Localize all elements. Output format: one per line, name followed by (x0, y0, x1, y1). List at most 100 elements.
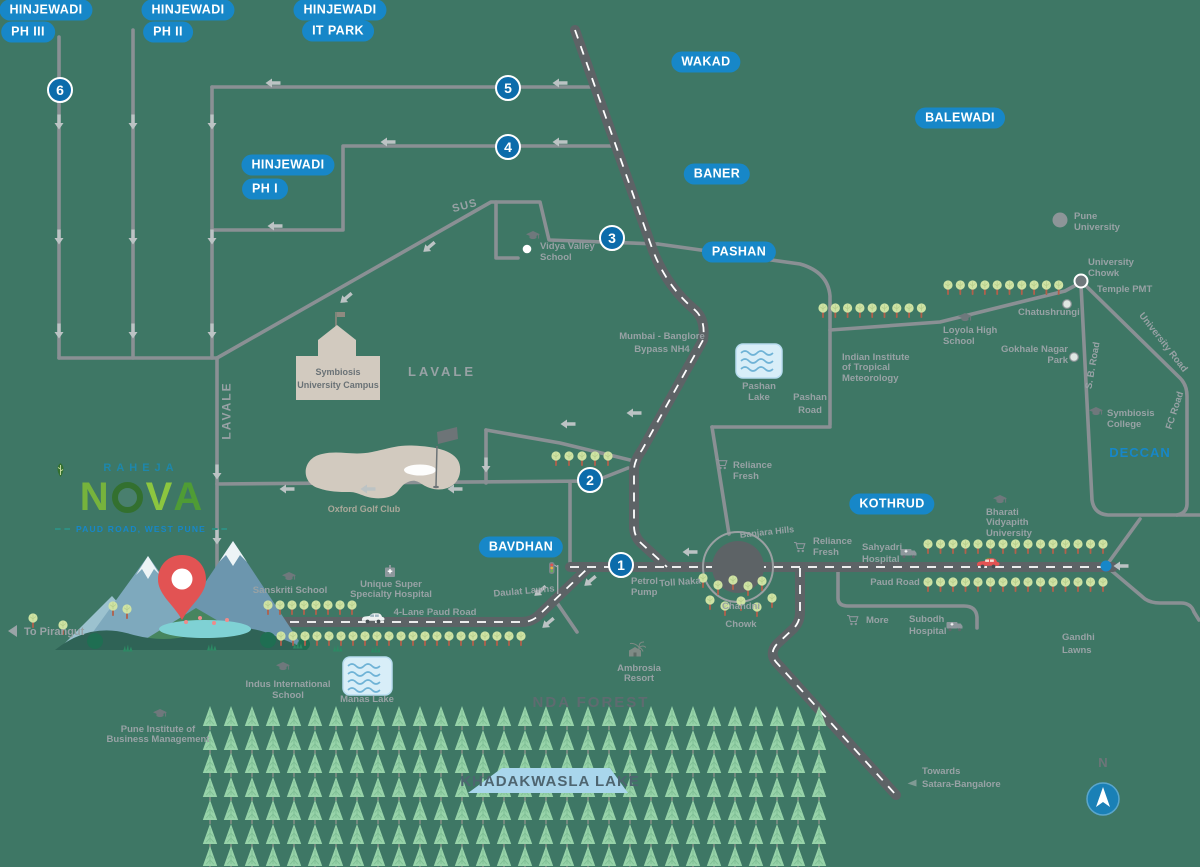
pine-icon (223, 706, 239, 730)
area-pill-hinjewadi-ph-iii-2: PH III (1, 21, 55, 43)
to-pirangut-label: To Pirangut (24, 626, 84, 638)
pine-icon (664, 777, 680, 801)
pine-icon (517, 706, 533, 730)
pine-icon (244, 824, 260, 848)
pine-icon (223, 730, 239, 754)
pine-icon (223, 777, 239, 801)
graduation-cap-icon (153, 709, 167, 718)
pine-icon (349, 777, 365, 801)
graduation-cap-icon (526, 231, 540, 240)
tree-icon (1029, 280, 1040, 296)
tree-icon (998, 577, 1008, 593)
pine-icon (307, 824, 323, 848)
pine-icon (538, 730, 554, 754)
golf-course-illustration (305, 427, 461, 499)
tree-icon (603, 451, 613, 467)
symbiosis-campus-building (296, 312, 380, 400)
tree-icon (854, 303, 865, 319)
arrow-down-icon (54, 229, 64, 245)
grass-icon (371, 645, 381, 653)
pine-icon (538, 846, 554, 867)
pine-icon (496, 800, 512, 824)
mumbai-banglore-bypass-nh4-line: Bypass NH4 (634, 343, 690, 355)
tree-icon (298, 600, 310, 616)
pine-icon (412, 800, 428, 824)
chandni-chowk-line: Chowk (725, 619, 757, 630)
pine-icon (286, 846, 302, 867)
area-pill-hinjewadi-ph-ii: HINJEWADI (141, 0, 235, 21)
tree-icon (923, 539, 933, 555)
pine-icon (622, 730, 638, 754)
tree-icon (955, 280, 966, 296)
pine-icon (202, 800, 218, 824)
pine-icon (286, 753, 302, 777)
pine-icon (370, 824, 386, 848)
tree-icon (935, 539, 946, 555)
tree-icon (960, 539, 971, 555)
tree-icon (879, 303, 890, 319)
pashan-road-line: Road (798, 404, 822, 416)
reliance-fresh-pashan-line: Fresh (733, 470, 759, 482)
sahyadri-hospital-line: Hospital (862, 554, 900, 565)
tree-icon (1035, 539, 1046, 555)
tree-icon (1085, 539, 1096, 555)
pine-icon (664, 730, 680, 754)
tree-icon (904, 303, 915, 319)
ambulance-icon (946, 622, 963, 632)
tree-icon (310, 600, 322, 616)
pashan-lake-line: Pashan (742, 380, 776, 392)
university-chowk-line: University (1088, 256, 1134, 268)
pine-icon (433, 730, 449, 754)
indian-institute-of-tropical-meteorology-line: Meteorology (842, 372, 899, 384)
route-marker-3: 3 (599, 225, 625, 251)
pine-icon (811, 846, 827, 867)
pine-icon (727, 730, 743, 754)
pine-icon (349, 846, 365, 867)
tree-icon (998, 539, 1008, 555)
ambrosia-resort-line: Ambrosia (617, 662, 661, 674)
pine-icon (769, 753, 785, 777)
tree-icon (1073, 539, 1083, 555)
reliance-fresh-kothrud-line: Fresh (813, 546, 839, 558)
lavale-vertical-line: LAVALE (219, 380, 234, 440)
paud-road-label: Paud Road (870, 577, 920, 588)
pine-icon (328, 800, 344, 824)
pine-icon (370, 706, 386, 730)
pine-icon (601, 800, 617, 824)
graduation-cap-icon (276, 662, 290, 671)
tree-icon (767, 593, 777, 609)
pine-icon (244, 777, 260, 801)
pine-icon (559, 824, 575, 848)
pine-icon (475, 706, 491, 730)
arrow-down-icon (207, 323, 217, 339)
pine-icon (517, 824, 533, 848)
area-pill-pashan: PASHAN (701, 241, 777, 263)
symbiosis-college-line: Symbiosis (1107, 407, 1155, 419)
tree-icon (479, 631, 491, 647)
tree-icon (419, 631, 431, 647)
indian-institute-of-tropical-meteorology-line: Indian Institute (842, 351, 910, 363)
tree-icon (431, 631, 443, 647)
pine-icon (433, 706, 449, 730)
pine-icon (286, 706, 302, 730)
tree-icon (1098, 539, 1108, 555)
arrow-left-icon (626, 408, 642, 418)
tree-icon (973, 539, 983, 555)
towards-satara-bangalore-line: Satara-Bangalore (922, 778, 1001, 790)
pine-icon (706, 800, 722, 824)
route-marker-1: 1 (608, 552, 634, 578)
pine-icon (265, 846, 281, 867)
tree-icon (992, 280, 1003, 296)
pine-icon (286, 800, 302, 824)
palm-resort-icon (628, 641, 646, 657)
tree-icon (1016, 280, 1027, 296)
pine-icon (328, 824, 344, 848)
tree-icon (1035, 577, 1046, 593)
pine-icon (580, 730, 596, 754)
pine-icon (685, 706, 701, 730)
